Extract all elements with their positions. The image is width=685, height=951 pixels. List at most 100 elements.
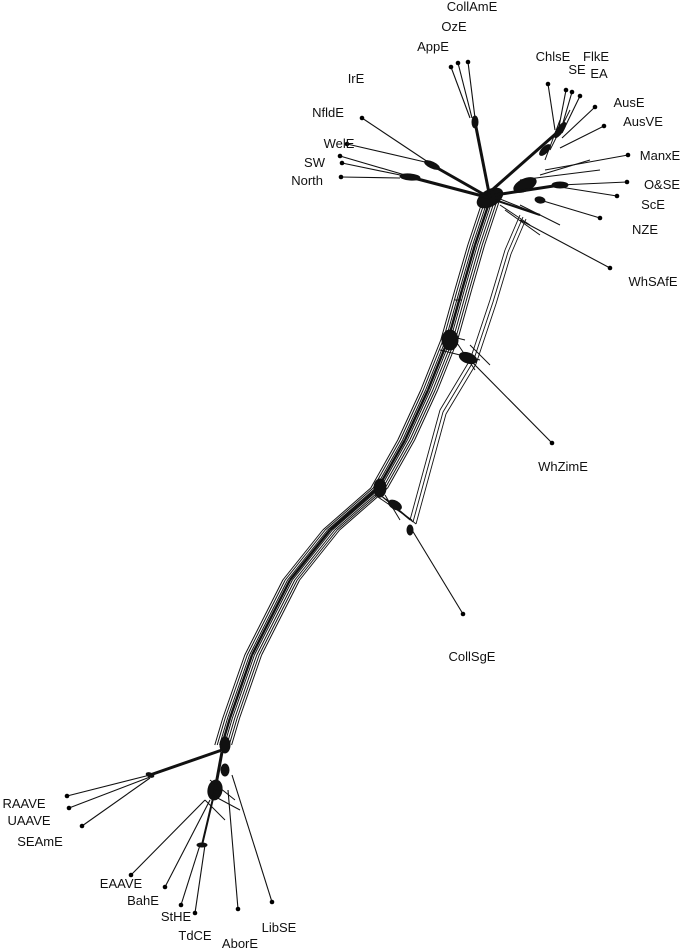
label-manxe: ManxE	[640, 148, 681, 163]
spine-strand	[440, 289, 456, 341]
label-ause: AusE	[613, 95, 644, 110]
branch-edge	[473, 121, 492, 199]
tip-libse	[269, 899, 275, 905]
spine-strand	[409, 389, 434, 441]
spine-strand	[460, 244, 477, 291]
spine-strand	[459, 244, 474, 291]
branch-oze	[457, 62, 473, 119]
label-oze: OzE	[441, 19, 467, 34]
label-north: North	[291, 173, 323, 188]
tip-collame	[465, 59, 471, 65]
tip-oze	[455, 60, 461, 66]
spine-strand	[324, 487, 374, 531]
branch-edge	[494, 183, 561, 197]
cluster-node	[388, 499, 402, 511]
tip-nze	[597, 215, 603, 221]
reticulation-strand	[504, 209, 541, 236]
branch-appe	[450, 66, 471, 119]
spine-strand	[322, 487, 372, 531]
spine-side-strand	[492, 251, 509, 303]
spine-strand	[216, 717, 226, 746]
spine-strand	[387, 439, 416, 489]
tip-sw	[339, 160, 345, 166]
spine-strand	[454, 244, 469, 291]
tip-ose	[624, 179, 630, 185]
spine-strand	[258, 579, 298, 656]
reticulation-strand	[454, 339, 476, 371]
spine-strand	[236, 654, 260, 719]
tip-manxe	[625, 152, 631, 158]
network-edges	[66, 61, 629, 914]
branch-tdce	[194, 844, 206, 914]
reticulation-strand	[539, 159, 591, 176]
branch-abore	[227, 789, 239, 910]
branch-edge	[201, 789, 216, 846]
spine-strand	[334, 487, 384, 531]
branch-edge	[491, 128, 561, 192]
reticulation-strand	[204, 799, 226, 821]
spine-strand	[422, 339, 444, 391]
branch-libse	[231, 774, 273, 903]
cluster-node	[219, 736, 231, 754]
network-tips	[64, 59, 631, 916]
branch-nflde	[346, 143, 426, 163]
tip-abore	[235, 906, 241, 912]
label-ausve: AusVE	[623, 114, 663, 129]
spine-strand	[228, 654, 254, 719]
branch-north	[340, 176, 401, 179]
label-raave: RAAVE	[2, 796, 45, 811]
spine-strand	[384, 439, 413, 489]
spine-strand	[294, 529, 336, 581]
spine-strand	[231, 654, 255, 719]
branch-ire	[361, 117, 429, 163]
cluster-node	[373, 478, 387, 498]
label-uaave: UAAVE	[7, 813, 50, 828]
tip-wele	[337, 153, 343, 159]
branch-nze	[539, 199, 601, 219]
branch-ausve	[559, 125, 605, 149]
tip-raave	[64, 793, 70, 799]
reticulation-strand	[544, 119, 561, 161]
label-flke: FlkE	[583, 49, 609, 64]
spine-side-strand	[442, 361, 474, 413]
tip-seame	[79, 823, 85, 829]
spine-strand	[479, 199, 496, 246]
tip-sce	[614, 193, 620, 199]
label-ose: O&SE	[644, 177, 680, 192]
branch-edge	[409, 175, 491, 200]
spine-side-strand	[507, 216, 524, 253]
cluster-node	[406, 524, 414, 536]
cluster-node	[441, 329, 459, 351]
branch-sce	[559, 186, 618, 197]
tip-north	[338, 174, 344, 180]
tip-collsge	[460, 611, 466, 617]
spine-strand	[256, 579, 296, 656]
spine-strand	[249, 579, 289, 656]
reticulation-strand	[469, 344, 491, 366]
spine-side-strand	[469, 299, 491, 361]
spine-strand	[382, 439, 411, 489]
spine-strand	[287, 529, 328, 581]
branch-sw	[341, 162, 406, 177]
spine-strand	[224, 654, 248, 719]
tip-ire	[359, 115, 365, 121]
spine-strand	[399, 389, 424, 441]
spine-strand	[239, 654, 263, 719]
spine-strand	[370, 439, 399, 489]
spine-strand	[327, 487, 376, 531]
spine-strand	[282, 529, 324, 581]
branch-whzime	[469, 359, 553, 444]
label-whzime: WhZimE	[538, 459, 588, 474]
spine-strand	[476, 199, 493, 246]
spine-strand	[463, 244, 478, 291]
spine-strand	[292, 529, 333, 581]
spine-strand	[468, 244, 483, 291]
spine-side-strand	[504, 214, 521, 251]
spine-side-strand	[489, 249, 506, 301]
cluster-node	[458, 351, 478, 365]
label-abore: AborE	[222, 936, 258, 951]
reticulation-strand	[384, 494, 401, 521]
branch-eaave	[130, 799, 206, 876]
tip-whsafe	[607, 265, 613, 271]
